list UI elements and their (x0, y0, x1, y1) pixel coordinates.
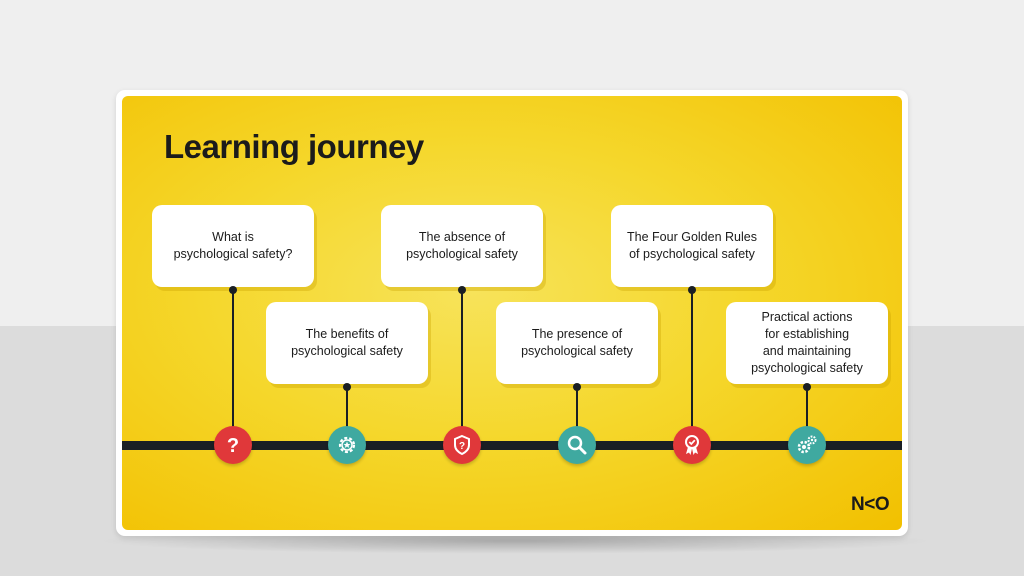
shield-question-icon: ? (454, 434, 470, 456)
step-label-6: Practical actions for establishing and m… (751, 310, 863, 375)
svg-text:?: ? (227, 435, 239, 457)
step-card-1: What is psychological safety? (152, 205, 314, 287)
page-title: Learning journey (164, 128, 424, 165)
step-card-4: The presence of psychological safety (496, 302, 658, 384)
connector-stem-2 (346, 387, 348, 431)
connector-stem-4 (576, 387, 578, 431)
step-card-5: The Four Golden Rules of psychological s… (611, 205, 773, 287)
svg-text:?: ? (459, 441, 465, 452)
question-mark-icon: ? (227, 435, 239, 457)
step-card-2: The benefits of psychological safety (266, 302, 428, 384)
connector-stem-3 (461, 290, 463, 430)
connector-stem-6 (806, 387, 808, 431)
step-marker-4 (558, 426, 596, 464)
step-label-1: What is psychological safety? (173, 230, 293, 261)
timeline-bar (122, 441, 902, 450)
nko-logo: N<O (851, 494, 890, 515)
connector-stem-5 (691, 290, 693, 430)
gear-star-icon (338, 436, 356, 454)
step-label-3: The absence of psychological safety (406, 230, 518, 261)
step-marker-5 (673, 426, 711, 464)
step-label-5: The Four Golden Rules of psychological s… (627, 230, 757, 261)
step-label-4: The presence of psychological safety (521, 327, 633, 358)
step-marker-2 (328, 426, 366, 464)
step-marker-6 (788, 426, 826, 464)
step-card-6: Practical actions for establishing and m… (726, 302, 888, 384)
magnifier-icon (567, 435, 587, 455)
step-card-3: The absence of psychological safety (381, 205, 543, 287)
gears-icon (797, 435, 817, 454)
connector-stem-1 (232, 290, 234, 430)
slide-notch (487, 90, 539, 100)
step-marker-1: ? (214, 426, 252, 464)
award-ribbon-icon (685, 435, 699, 455)
step-marker-3: ? (443, 426, 481, 464)
step-label-2: The benefits of psychological safety (291, 327, 403, 358)
